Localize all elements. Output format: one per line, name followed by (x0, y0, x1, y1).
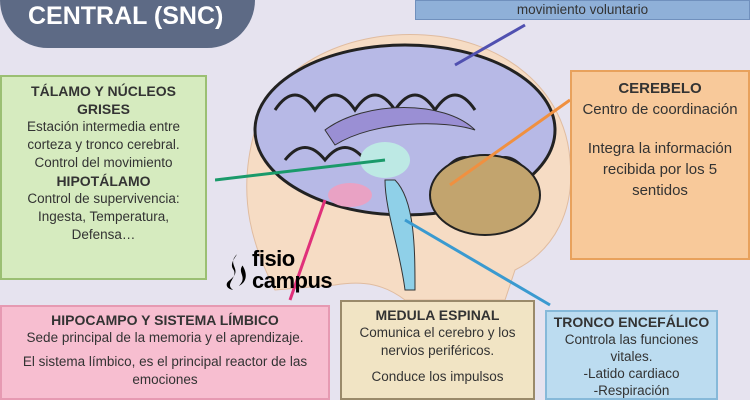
brainstem-item: -Latido cardiaco (583, 366, 680, 381)
brainstem-item: -Respiración (593, 383, 670, 398)
spinal-text2: Conduce los impulsos (371, 369, 504, 384)
cerebellum-pointer (449, 98, 571, 187)
cerebellum (429, 154, 541, 236)
brainstem-text: Controla las funciones vitales. (564, 332, 699, 364)
brainstem-title: TRONCO ENCEFÁLICO (553, 314, 710, 330)
hypothalamus-text: Control de supervivencia: Ingesta, Tempe… (27, 191, 180, 242)
spinal-text: Comunica el cerebro y los nervios perifé… (359, 325, 516, 358)
cerebellum-title: CEREBELO (618, 80, 702, 97)
cerebellum-text: Centro de coordinación (582, 101, 738, 118)
cortex-pointer (454, 23, 526, 67)
hypothalamus-title: HIPOTÁLAMO (56, 173, 151, 189)
cerebellum-text2: Integra la información recibida por los … (587, 140, 733, 199)
logo-line2: campus (252, 268, 333, 293)
spinal-title: MEDULA ESPINAL (375, 307, 500, 323)
limbic-box: HIPOCAMPO Y SISTEMA LÍMBICO Sede princip… (0, 305, 330, 400)
limbic-title: HIPOCAMPO Y SISTEMA LÍMBICO (51, 312, 279, 328)
brainstem-box: TRONCO ENCEFÁLICO Controla las funciones… (545, 310, 718, 400)
page-title: CENTRAL (SNC) (28, 2, 224, 30)
brainstem-pointer (404, 218, 551, 307)
title-banner (0, 0, 255, 48)
thalamus-title: TÁLAMO Y NÚCLEOS GRISES (31, 83, 176, 117)
flame-icon (226, 254, 246, 290)
thalamus-pointer (215, 158, 386, 182)
corpus-callosum (324, 107, 476, 146)
limbic-pointer (288, 199, 327, 301)
limbic-text2: El sistema límbico, es el principal reac… (22, 354, 308, 387)
thalamus-box: TÁLAMO Y NÚCLEOS GRISES Estación interme… (0, 75, 207, 280)
cerebellum-box: CEREBELO Centro de coordinación Integra … (570, 70, 750, 260)
brainstem (384, 179, 416, 291)
brain-illustration (215, 23, 572, 307)
hippocampus (328, 183, 372, 207)
cortex-text: movimiento voluntario (516, 2, 649, 17)
limbic-text: Sede principal de la memoria y el aprend… (26, 330, 304, 345)
thalamus-text: Estación intermedia entre corteza y tron… (26, 119, 181, 170)
spinal-box: MEDULA ESPINAL Comunica el cerebro y los… (340, 300, 535, 400)
cortex-box: movimiento voluntario (415, 0, 750, 20)
logo-line1: fisio (252, 246, 295, 271)
